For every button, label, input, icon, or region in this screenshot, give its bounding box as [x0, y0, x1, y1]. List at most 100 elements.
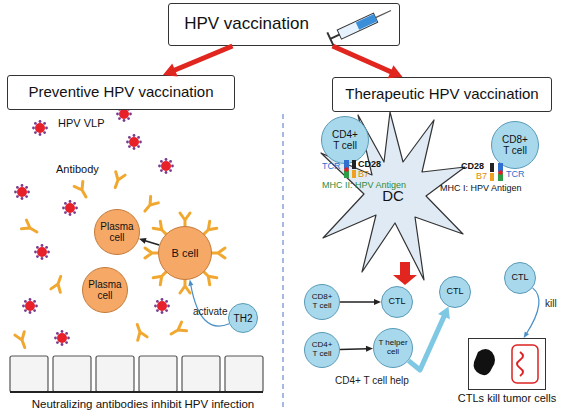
mhc-symbol	[344, 170, 349, 178]
tcr-symbol	[344, 160, 349, 169]
arrow-head	[163, 64, 178, 77]
arrow-head	[366, 346, 373, 352]
annotation-label: B7	[358, 170, 369, 180]
arrow-head	[188, 280, 193, 286]
connector-line	[409, 315, 445, 370]
mhc-symbol	[498, 173, 503, 181]
syringe-handle	[327, 32, 333, 45]
epithelial-cells	[10, 356, 263, 392]
arrow-connector	[163, 46, 233, 76]
antibody	[74, 181, 90, 199]
epithelial-cell	[96, 356, 134, 392]
antigen-symbol	[344, 167, 349, 172]
node-text: CD4+ T cell	[330, 129, 360, 151]
arrow-head	[524, 332, 529, 338]
basement-line	[10, 391, 263, 393]
connector-line	[340, 301, 375, 303]
cd28-symbol	[352, 160, 356, 169]
annotation-label: HPV VLP	[58, 117, 104, 129]
annotation-label: CD28	[358, 160, 381, 170]
virus-particle	[32, 120, 48, 136]
b7-symbol	[490, 173, 494, 181]
antibody	[141, 196, 158, 214]
dead-tumor-cell	[474, 349, 495, 375]
antibody	[15, 332, 30, 350]
arrow-connector	[524, 288, 539, 338]
tumor-cells	[474, 345, 538, 383]
arrow-head	[393, 275, 417, 285]
arrow-head	[438, 307, 450, 320]
epithelial-cell	[182, 356, 220, 392]
b7-symbol	[352, 170, 356, 178]
surface-antibody	[210, 248, 225, 258]
epithelial-cell	[53, 356, 91, 392]
arrow-head	[374, 299, 381, 305]
plasma-cell: Plasma cell	[82, 267, 128, 313]
arrow-connector	[188, 280, 229, 327]
annotation-label: Neutralizing antibodies inhibit HPV infe…	[8, 398, 278, 411]
syringe-plunger	[330, 35, 339, 39]
plasma-cell: Plasma cell	[94, 209, 140, 255]
node-text: TH2	[234, 313, 253, 324]
edge-label: activate	[193, 306, 227, 317]
connector-line	[526, 288, 539, 334]
connector-line	[173, 46, 233, 71]
category-box: Therapeutic HPV vaccination	[332, 77, 552, 112]
antigen-symbol	[498, 170, 503, 175]
connector-line	[191, 284, 230, 326]
virus-particle	[62, 200, 78, 216]
tumor-cell	[512, 345, 538, 383]
epithelial-cell	[10, 356, 48, 392]
title-box: HPV vaccination	[168, 3, 400, 46]
node-text: Plasma cell	[100, 221, 134, 243]
cd8-receptor-pair	[490, 163, 503, 181]
category-box: Preventive HPV vaccination	[7, 75, 235, 110]
virus-particle	[54, 330, 70, 346]
arrow-head	[139, 238, 147, 244]
annotation-label: MHC I: HPV Antigen	[440, 184, 522, 194]
arrow-connector	[340, 346, 373, 352]
antibody	[169, 322, 187, 338]
virus-particle	[34, 244, 50, 260]
arrow-shaft	[400, 262, 410, 275]
cd28-symbol	[490, 163, 494, 172]
ctl-cell: CTL	[504, 262, 536, 294]
th2-cell: TH2	[228, 303, 258, 333]
cd4-receptor-pair	[344, 160, 356, 178]
tumor-box: CTLs kill tumor cells	[468, 338, 546, 390]
t-cell: CD4+ T cell	[321, 116, 369, 164]
arrow-connector	[333, 46, 403, 78]
connector-line	[144, 240, 159, 245]
node-text: DC	[382, 188, 404, 205]
b-cell: B cell	[158, 226, 212, 280]
connector-line	[340, 348, 367, 350]
tumor-dna	[517, 352, 523, 376]
node-text: Preventive HPV vaccination	[28, 84, 213, 101]
antibody	[111, 172, 126, 190]
epithelial-cell	[139, 356, 177, 392]
antibody	[21, 220, 39, 236]
virus-particle	[154, 298, 170, 314]
syringe-liquid	[356, 14, 378, 30]
connector-line	[333, 46, 393, 73]
ctl-cell: CTL	[381, 286, 413, 318]
down-arrow	[393, 262, 417, 285]
t-cell: CD8+ T cell	[491, 121, 539, 169]
syringe-icon	[327, 4, 394, 45]
node-text: T helper cell	[376, 339, 410, 357]
virus-particle	[158, 158, 174, 174]
syringe-barrel	[337, 13, 377, 39]
node-text: CTL	[511, 273, 528, 283]
virus-particle	[14, 184, 30, 200]
edge-label: CD4+ T cell help	[335, 375, 409, 386]
ctl-cell: CTL	[439, 276, 471, 308]
annotation-label: TCR	[322, 162, 341, 172]
annotation-label: Antibody	[56, 163, 99, 175]
antibody	[133, 323, 148, 341]
antibody	[51, 275, 66, 293]
